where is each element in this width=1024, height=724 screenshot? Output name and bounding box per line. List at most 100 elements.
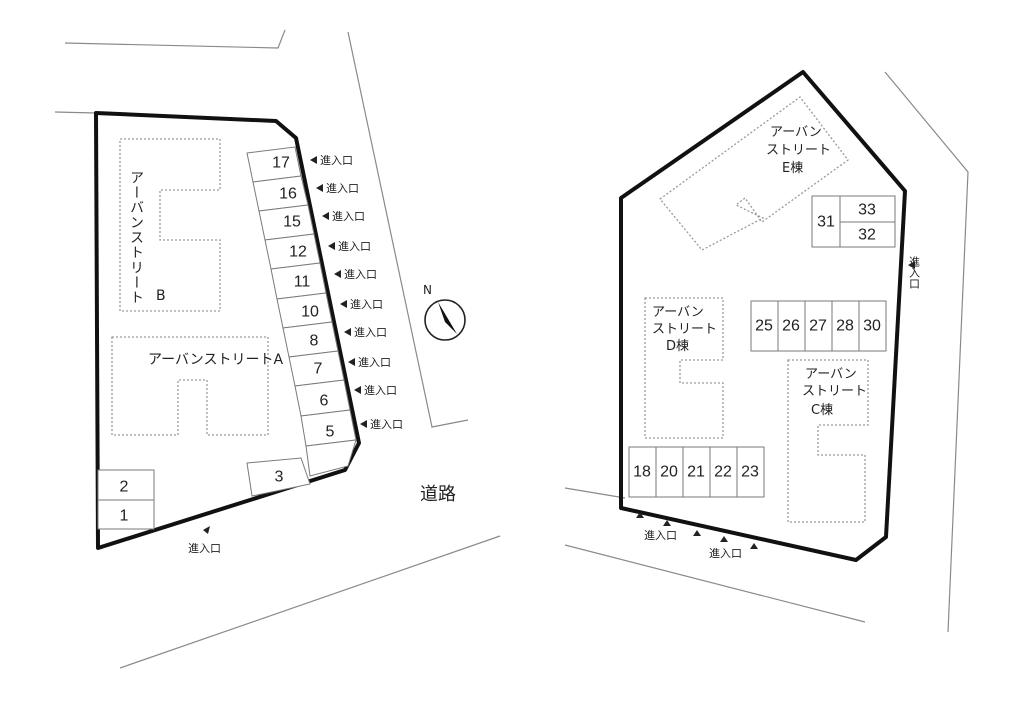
entrance-arrow-icon (663, 520, 671, 526)
parking-slot (682, 446, 711, 498)
slot-number: 8 (310, 333, 319, 350)
entrance-label: 進入口 (709, 547, 742, 560)
left-lot: アーバンストリート B アーバンストリートA 17 16 15 12 11 10… (94, 111, 403, 555)
entrance-arrow-icon (348, 358, 355, 366)
entrances-east: 進入口 進入口 進入口 進入口 進入口 進入口 進入口 進入口 進入口 進入口 (310, 154, 403, 431)
road-label: 道路 (420, 484, 456, 505)
entrance-arrow-icon (334, 270, 341, 278)
parking-slot (839, 221, 896, 248)
entrance-label: 進入口 (338, 240, 371, 253)
entrance-label: 進入口 (320, 154, 353, 167)
slot-number: 1 (120, 508, 129, 525)
slot-number: 25 (755, 318, 773, 335)
entrance-label: 進入口 (354, 326, 387, 339)
entrance-arrow-icon (322, 212, 329, 220)
building-c-outline (787, 359, 869, 523)
building-b-suffix: B (156, 288, 166, 304)
slot-number: 10 (301, 304, 319, 321)
parking-slot (804, 300, 833, 352)
building-b-label: アーバンストリート (128, 170, 144, 305)
context-lines (54, 29, 969, 669)
slot-number: 18 (633, 464, 651, 481)
slots-east: 17 16 15 12 11 10 8 7 6 5 (246, 146, 357, 477)
north-compass: N (423, 283, 466, 341)
slot-number: 22 (714, 464, 732, 481)
building-d-label: D棟 (666, 339, 689, 354)
entrance-arrow-icon (344, 328, 351, 336)
entrance-arrow-icon (750, 543, 758, 549)
entrance-arrow-icon (340, 300, 347, 308)
entrance-arrow-icon (354, 386, 361, 394)
parking-slot (831, 300, 860, 352)
parking-slot (628, 446, 657, 498)
slot-number: 28 (836, 318, 854, 335)
slot-number: 5 (326, 424, 335, 441)
slot-number: 3 (275, 469, 284, 486)
parking-slot (777, 300, 806, 352)
compass-label: N (423, 283, 432, 297)
slot-number: 31 (817, 214, 835, 231)
entrance-label: 進入口 (364, 384, 397, 397)
entrance-arrow-icon (636, 512, 644, 518)
entrance-arrow-icon (693, 530, 701, 536)
parking-slot (839, 195, 896, 223)
building-d-outline (644, 297, 724, 439)
building-c-label: C棟 (811, 403, 833, 418)
entrance-label: 進入口 (326, 182, 359, 195)
slot-number: 21 (687, 464, 705, 481)
slot-number: 32 (858, 227, 876, 244)
slot-number: 11 (294, 274, 311, 291)
left-lot-boundary (94, 111, 361, 550)
parking-slot (305, 439, 357, 477)
entrance-arrow-icon (316, 184, 323, 192)
entrance-label: 進入口 (358, 356, 391, 369)
slot-number: 15 (283, 214, 301, 231)
entrance-arrow-icon (720, 536, 728, 542)
entrance-label: 進入口 (344, 268, 377, 281)
building-e-label: アーバン (770, 125, 822, 140)
building-a-outline (111, 336, 269, 436)
building-c-label: ストリート (802, 384, 867, 399)
slot-number: 16 (279, 186, 297, 203)
right-lot: アーバン ストリート E棟 アーバン ストリート D棟 アーバン ストリート C… (619, 70, 921, 562)
parking-slot (97, 499, 155, 530)
slot-number: 33 (858, 202, 876, 219)
slot-number: 7 (314, 361, 323, 378)
entrance-label: 進入口 (370, 418, 403, 431)
entrance-label: 進入口 (908, 256, 921, 289)
entrance-label: 進入口 (332, 210, 365, 223)
parking-slot (246, 457, 311, 497)
slot-number: 6 (320, 393, 329, 410)
parking-slot (736, 446, 765, 498)
slots-middle: 25 26 27 28 30 (750, 300, 887, 352)
entrance-arrow-icon (908, 261, 915, 269)
slot-number: 20 (660, 464, 678, 481)
entrance-label: 進入口 (644, 529, 677, 542)
slot-number: 2 (120, 479, 129, 496)
slot-number: 27 (809, 318, 827, 335)
building-e-label: ストリート (766, 143, 831, 158)
entrance-arrow-icon (328, 242, 335, 250)
entrance-label: 進入口 (350, 298, 383, 311)
parking-slot (858, 300, 887, 352)
slot-number: 30 (863, 318, 881, 335)
slots-bottom: 18 20 21 22 23 (628, 446, 765, 498)
parking-slot (97, 469, 155, 501)
building-a-label: アーバンストリートA (148, 352, 283, 368)
entrance-label: 進入口 (188, 542, 221, 555)
slot-number: 17 (272, 155, 290, 172)
slot-number: 12 (289, 244, 307, 261)
building-c-label: アーバン (805, 367, 857, 382)
building-e-label: E棟 (782, 161, 803, 176)
entrance-arrow-icon (203, 526, 210, 534)
parking-slot (709, 446, 738, 498)
compass-arrow-icon (438, 302, 457, 334)
parking-slot (750, 300, 779, 352)
building-d-label: アーバン (652, 305, 704, 320)
entrance-arrow-icon (360, 420, 367, 428)
right-lot-boundary (619, 70, 907, 562)
slot-number: 26 (782, 318, 800, 335)
building-b-outline (119, 138, 221, 312)
